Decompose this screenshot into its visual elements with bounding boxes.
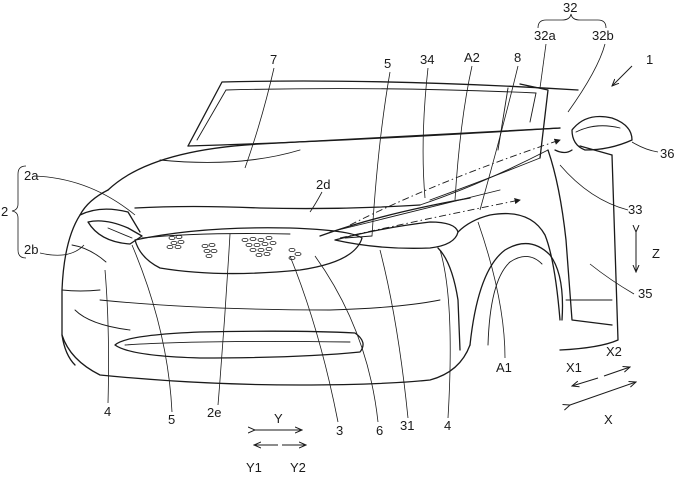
label-1: 1 — [646, 52, 653, 67]
grille-pattern — [166, 235, 302, 261]
axis-y: Y — [274, 411, 283, 426]
label-2d: 2d — [316, 177, 330, 192]
label-32: 32 — [563, 0, 577, 15]
axis-y2: Y2 — [290, 460, 306, 475]
right-headlight — [319, 189, 501, 249]
label-2a: 2a — [24, 168, 39, 183]
direction-arrows — [254, 232, 636, 445]
axis-x: X — [604, 412, 613, 427]
label-32b: 32b — [592, 28, 614, 43]
axis-z: Z — [652, 246, 660, 261]
label-34: 34 — [420, 52, 434, 67]
label-6: 6 — [376, 423, 383, 438]
airflow-arrows — [339, 138, 561, 239]
label-33: 33 — [628, 202, 642, 217]
side-mirror — [554, 115, 633, 154]
reference-numerals: 1 2 2a 2b 2d 2e 3 4 4 5 5 6 7 8 31 32 32… — [1, 0, 674, 438]
grille — [134, 227, 363, 275]
label-31: 31 — [400, 418, 414, 433]
label-7: 7 — [270, 52, 277, 67]
axis-x2: X2 — [606, 344, 622, 359]
label-35: 35 — [638, 286, 652, 301]
leader-lines — [33, 43, 659, 423]
left-headlight — [87, 220, 143, 245]
label-36: 36 — [660, 146, 674, 161]
label-2: 2 — [1, 204, 8, 219]
label-5-left: 5 — [168, 412, 175, 427]
bumper — [61, 299, 471, 386]
axis-y1: Y1 — [246, 460, 262, 475]
right-body — [437, 145, 619, 351]
axis-x1: X1 — [566, 360, 582, 375]
label-8: 8 — [514, 50, 521, 65]
label-3: 3 — [336, 423, 343, 438]
label-A2: A2 — [464, 50, 480, 65]
hood — [107, 127, 561, 210]
label-4-right: 4 — [444, 418, 451, 433]
label-32a: 32a — [534, 28, 556, 43]
label-5-top: 5 — [384, 56, 391, 71]
label-2e: 2e — [207, 405, 221, 420]
label-2b: 2b — [24, 242, 38, 257]
label-A1: A1 — [496, 360, 512, 375]
brackets — [11, 13, 607, 259]
label-4-left: 4 — [104, 404, 111, 419]
left-body — [61, 189, 141, 366]
axis-labels: Y Y1 Y2 Z X X1 X2 — [246, 246, 660, 475]
